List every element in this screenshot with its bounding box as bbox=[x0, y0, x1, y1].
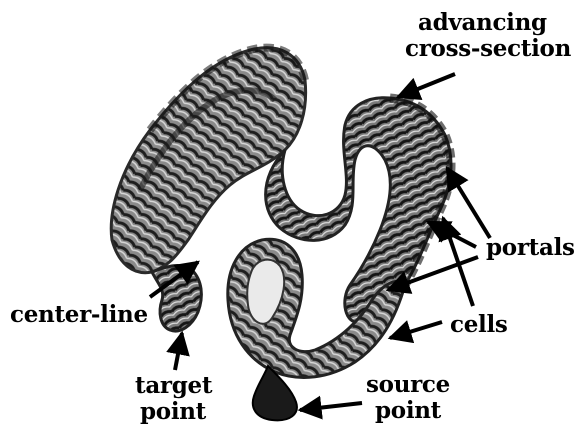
arrow-cells-3 bbox=[390, 322, 442, 338]
label-source-point: point bbox=[375, 397, 442, 424]
label-target: target bbox=[135, 372, 213, 399]
arrow-target bbox=[175, 333, 182, 370]
arrow-advancing bbox=[398, 74, 455, 97]
label-advancing: advancing bbox=[418, 9, 547, 36]
arrow-source bbox=[300, 403, 362, 410]
label-cross-section: cross-section bbox=[405, 35, 572, 62]
label-target-point: point bbox=[140, 398, 207, 425]
label-cells: cells bbox=[450, 311, 508, 338]
label-center-line: center-line bbox=[10, 301, 148, 328]
colon-shape bbox=[111, 48, 451, 421]
label-source: source bbox=[366, 371, 450, 398]
arrow-portals-1 bbox=[447, 168, 490, 238]
label-portals: portals bbox=[486, 234, 575, 261]
